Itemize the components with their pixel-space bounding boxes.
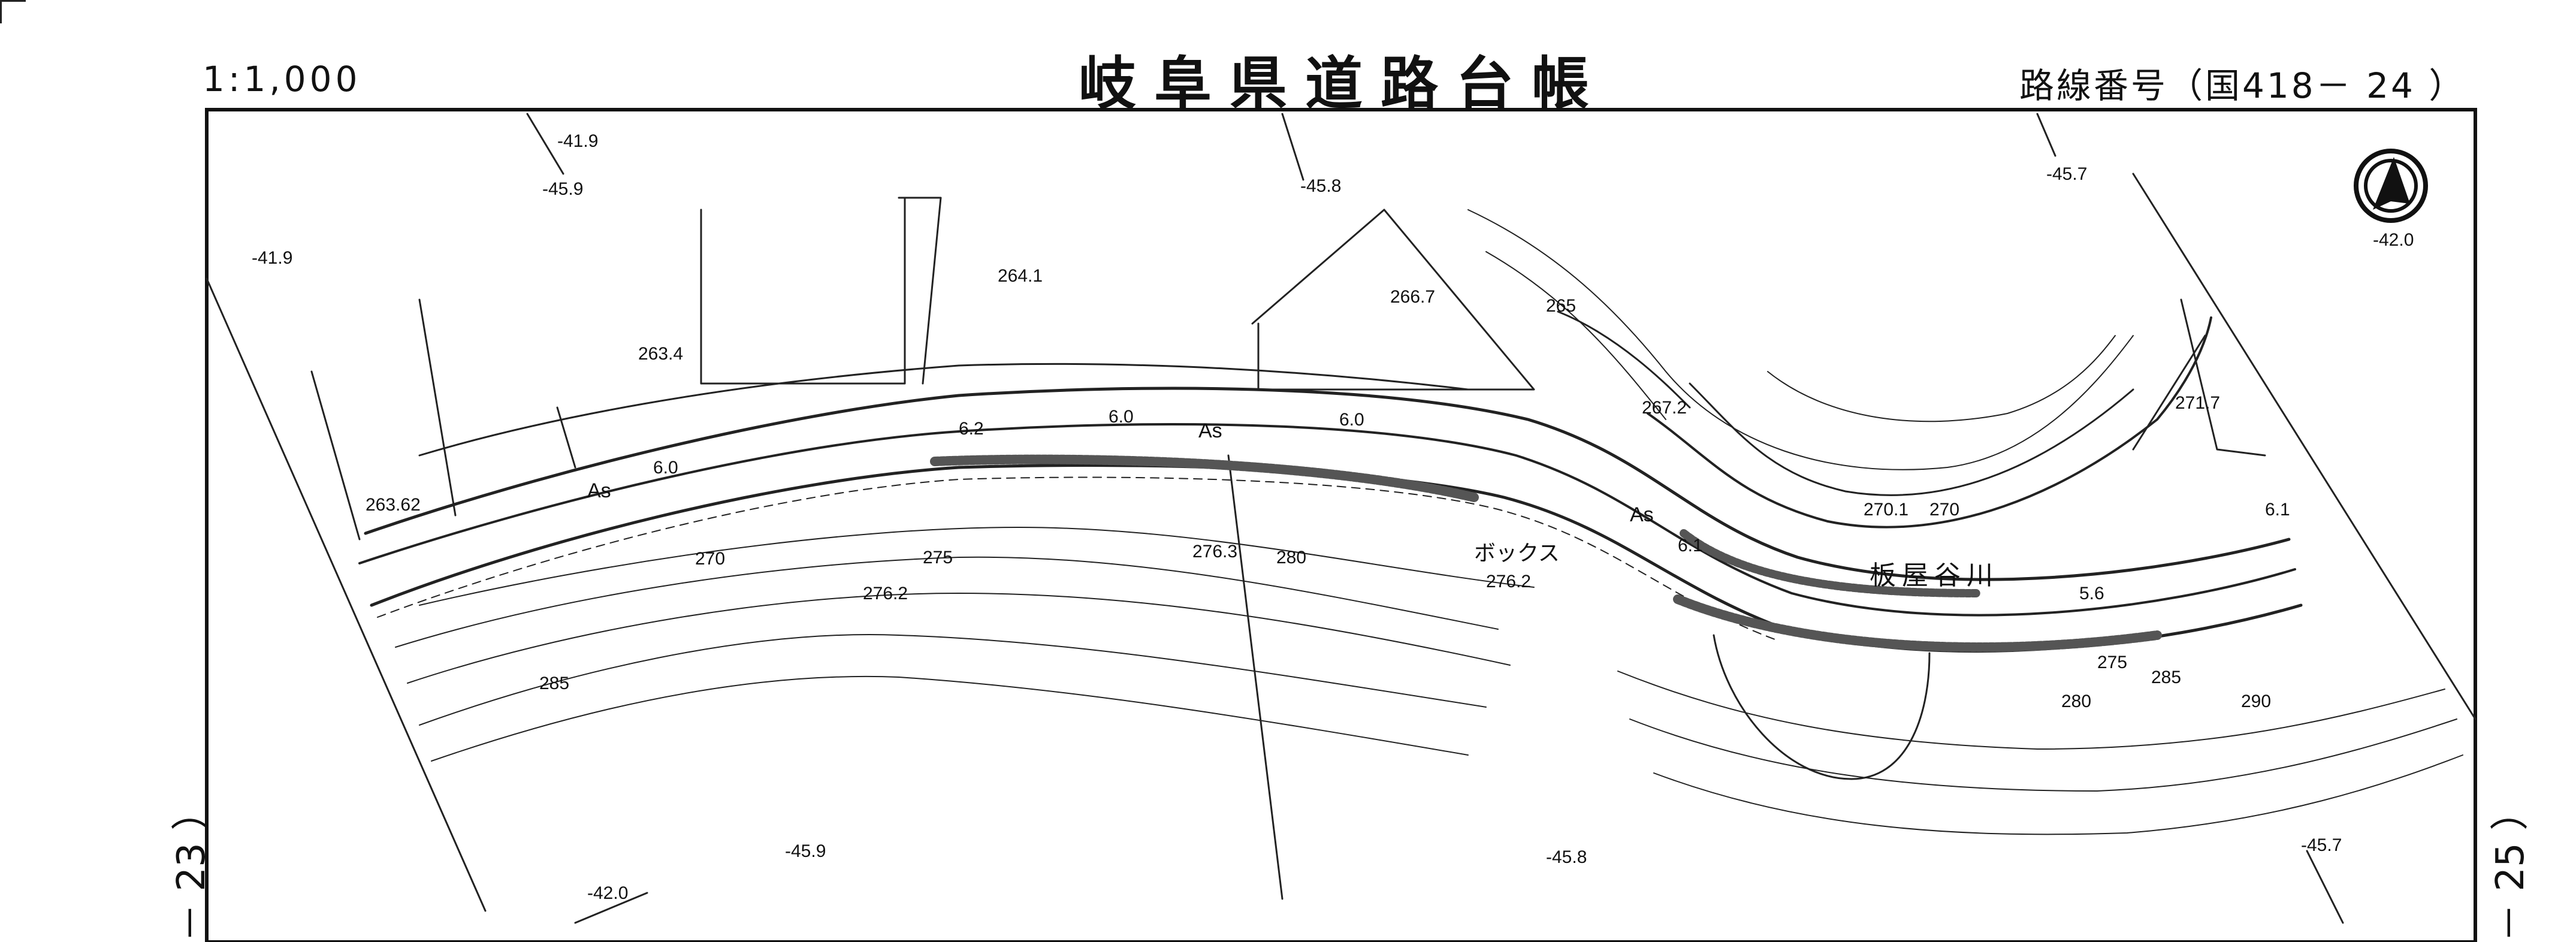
spot-height-label: 276.2 (1486, 572, 1531, 591)
spot-height-label: 276.3 (1192, 542, 1237, 561)
grid-label: -41.9 (557, 131, 598, 151)
road-width-label: 6.1 (2265, 500, 2290, 520)
grid-label: -45.9 (785, 841, 826, 861)
grid-label: -45.7 (2301, 835, 2342, 855)
contour-label: 280 (1276, 548, 1306, 567)
contour-label: 265 (1546, 296, 1576, 316)
contour-label: 275 (923, 548, 953, 567)
grid-label: -42.0 (587, 883, 628, 903)
road-surface-label: As (1630, 503, 1654, 526)
road-width-label: 6.2 (959, 419, 984, 439)
contour-label: 290 (2241, 692, 2271, 711)
contour-label: 275 (2097, 653, 2127, 672)
route-number: 路線番号（国418－ 24 ） (2019, 65, 2466, 106)
map-frame (205, 108, 2477, 942)
contour-label: 280 (2061, 692, 2091, 711)
spot-height-label: 264.1 (998, 266, 1043, 286)
road-width-label: 6.0 (1109, 407, 1134, 427)
north-arrow-icon (2354, 149, 2428, 223)
contour-label: 270 (1929, 500, 1959, 520)
spot-height-label: 263.62 (366, 495, 421, 515)
road-width-label: 5.6 (2079, 584, 2104, 603)
grid-label: -45.8 (1300, 176, 1341, 196)
grid-label: -42.0 (2373, 230, 2414, 250)
spot-height-label: 266.7 (1390, 287, 1435, 307)
spot-height-label: 271.7 (2175, 393, 2220, 413)
map-scale: 1:1,000 (203, 59, 361, 99)
road-width-label: 6.0 (1339, 410, 1364, 430)
contour-label: 270 (695, 549, 725, 569)
spot-height-label: 263.4 (638, 344, 683, 364)
sheet-corner-mark (0, 0, 26, 23)
spot-height-label: 270.1 (1864, 500, 1908, 520)
spot-height-label: 267.2 (1642, 398, 1687, 418)
map-linework (206, 113, 2477, 924)
road-width-label: 6.0 (653, 458, 678, 478)
road-width-label: 6.1 (1678, 536, 1703, 555)
grid-label: -45.8 (1546, 847, 1587, 867)
grid-label: -41.9 (252, 248, 292, 268)
map-labels: 263.62 263.4 264.1 266.7 267.2 271.7 270… (252, 131, 2414, 903)
page-title: 岐阜県道路台帳 (1079, 50, 1607, 117)
grid-label: -45.7 (2046, 164, 2087, 184)
road-surface-label: As (1198, 419, 1222, 442)
box-culvert-label: ボックス (1474, 541, 1560, 566)
contour-label: 285 (539, 674, 569, 693)
grid-label: -45.9 (542, 179, 583, 199)
contour-label: 285 (2151, 668, 2181, 687)
road-surface-label: As (587, 479, 611, 502)
spot-height-label: 276.2 (863, 584, 908, 603)
river-label: 板屋谷川 (1870, 560, 1999, 591)
